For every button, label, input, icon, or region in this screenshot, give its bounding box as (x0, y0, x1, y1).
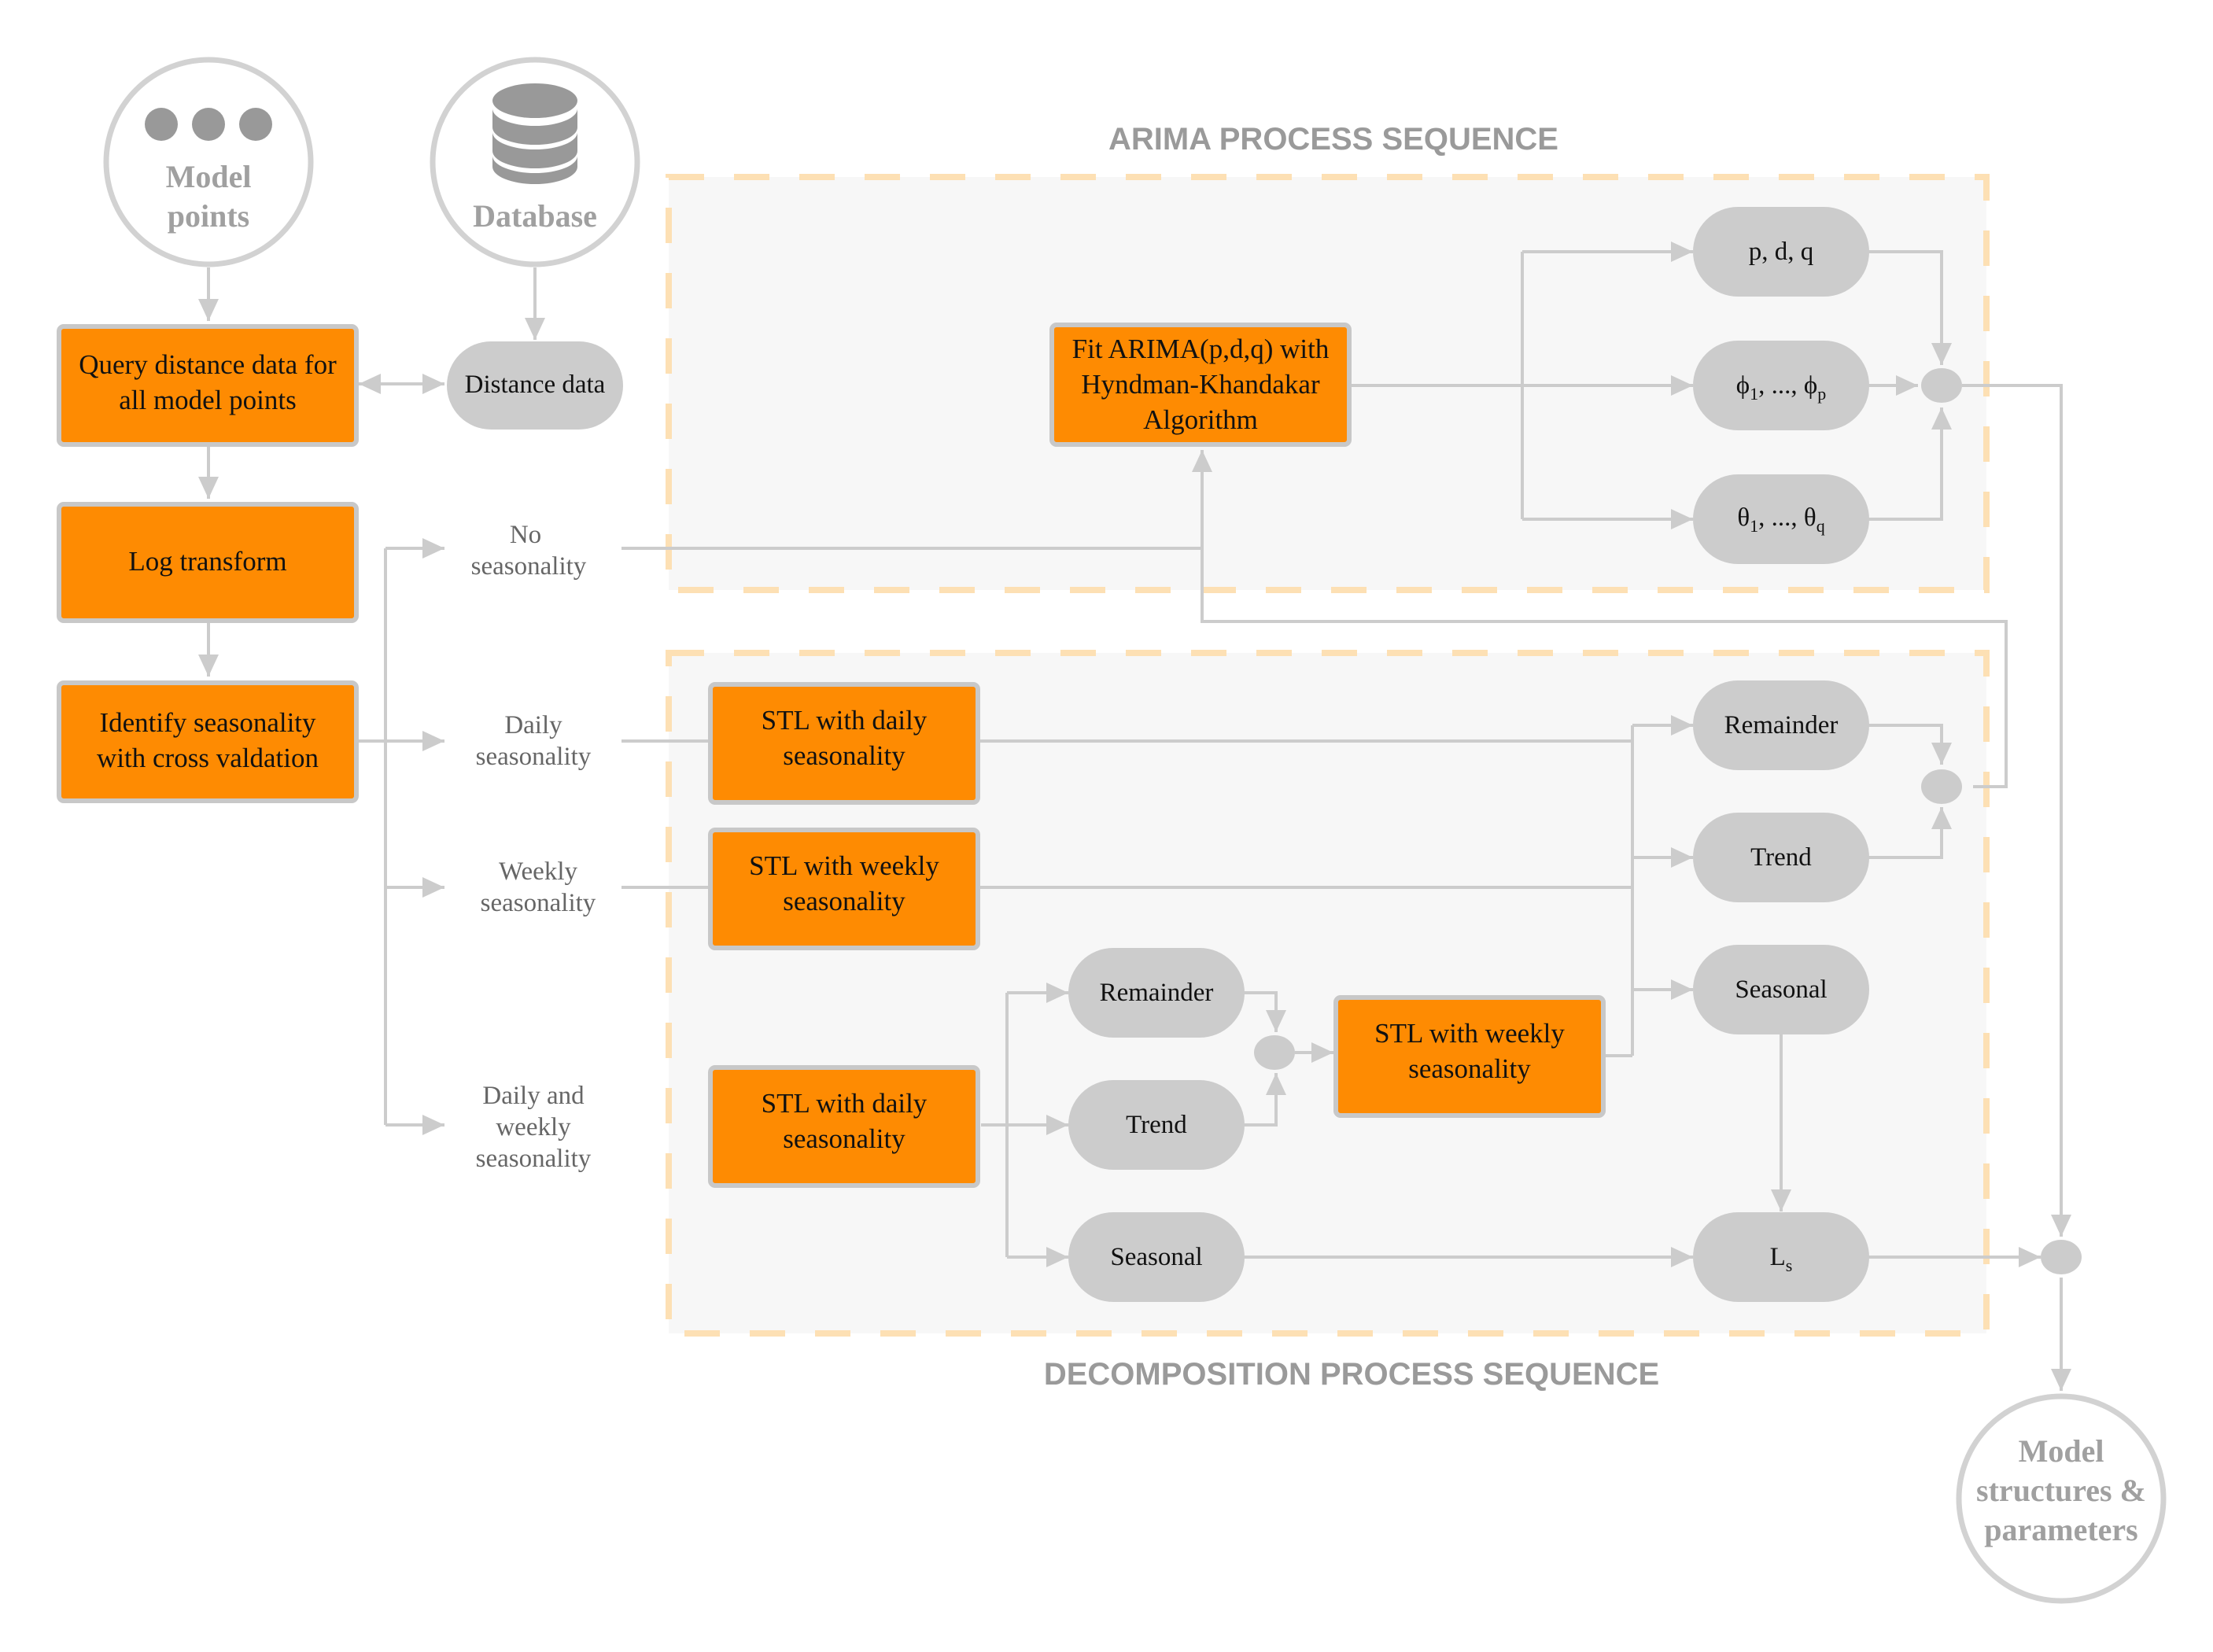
junction-final (2041, 1240, 2082, 1274)
ls-label: Ls (1770, 1243, 1793, 1275)
junction-decomp-mid (1254, 1035, 1295, 1070)
phi-sub-p: p (1817, 384, 1826, 404)
stl-daily-1-label-1: STL with daily (762, 705, 928, 736)
trend-mid-label: Trend (1126, 1111, 1187, 1139)
remainder-mid-label: Remainder (1100, 979, 1214, 1007)
model-points-label: Model (166, 159, 252, 194)
ls-sub: s (1786, 1256, 1793, 1275)
model-points-node: Model points (103, 57, 314, 267)
no-seasonality-label: No seasonality (447, 511, 621, 590)
seasonal-right-pill: Seasonal (1693, 945, 1869, 1034)
trend-mid-pill: Trend (1068, 1080, 1245, 1170)
daily-weekly-seasonality-label: Daily and weekly seasonality (476, 1082, 592, 1173)
identify-seasonality-box: Identify seasonality with cross valdatio… (57, 680, 359, 803)
query-box: Query distance data for all model points (57, 324, 359, 447)
weekly-seasonality-line-1: Weekly (499, 857, 577, 886)
fit-arima-label-1: Fit ARIMA(p,d,q) with (1072, 334, 1330, 364)
stl-weekly-2-label-1: STL with weekly (1374, 1018, 1565, 1049)
fit-arima-box: Fit ARIMA(p,d,q) with Hyndman-Khandakar … (1049, 323, 1352, 447)
trend-right-label: Trend (1750, 843, 1812, 872)
trend-right-pill: Trend (1693, 813, 1869, 902)
daily-seasonality-line-1: Daily (504, 711, 562, 739)
daily-weekly-line-2: weekly (496, 1113, 571, 1141)
remainder-mid-pill: Remainder (1068, 948, 1245, 1038)
daily-seasonality-line-2: seasonality (476, 743, 592, 771)
no-seasonality-line-1: No (510, 521, 541, 549)
stl-weekly-box-1: STL with weekly seasonality (708, 828, 980, 950)
weekly-seasonality-label: Weekly seasonality (481, 857, 596, 917)
pdq-label: p, d, q (1749, 238, 1814, 266)
seasonal-mid-label: Seasonal (1110, 1243, 1202, 1271)
seasonal-mid-pill: Seasonal (1068, 1212, 1245, 1302)
weekly-seasonality-line-2: seasonality (481, 889, 596, 917)
phi-pill: ϕ1, ..., ϕp (1693, 341, 1869, 430)
theta-sub-q: q (1817, 516, 1825, 536)
distance-data-label: Distance data (465, 371, 606, 399)
pdq-pill: p, d, q (1693, 207, 1869, 297)
theta-symbol: θ (1737, 503, 1750, 532)
daily-seasonality-label: Daily seasonality (476, 711, 592, 771)
fit-arima-label-2: Hyndman-Khandakar (1081, 369, 1320, 400)
database-icon (492, 83, 577, 184)
ls-main: L (1770, 1243, 1786, 1271)
output-node: Model structures & parameters (1956, 1393, 2167, 1604)
phi-symbol: ϕ (1736, 371, 1750, 400)
ls-pill: Ls (1693, 1212, 1869, 1302)
query-label-2: all model points (119, 385, 297, 415)
model-points-label-2: points (168, 198, 250, 234)
arima-section-title: ARIMA PROCESS SEQUENCE (1108, 122, 1558, 157)
junction-arima (1921, 368, 1962, 403)
output-label-3: parameters (1984, 1512, 2137, 1547)
stl-weekly-1-label-1: STL with weekly (749, 850, 939, 881)
stl-daily-2-label-2: seasonality (783, 1123, 905, 1154)
log-transform-label: Log transform (128, 546, 286, 577)
theta-label: θ1, ..., θq (1737, 503, 1824, 536)
query-label-1: Query distance data for (79, 349, 337, 380)
more-dots-icon (145, 108, 272, 141)
database-node: Database (430, 57, 640, 267)
junction-decomp-right (1921, 769, 1962, 804)
stl-daily-box-1: STL with daily seasonality (708, 682, 980, 805)
stl-daily-1-label-2: seasonality (783, 740, 905, 771)
stl-daily-box-2: STL with daily seasonality (708, 1065, 980, 1188)
theta-mid: , ..., θ (1758, 503, 1817, 532)
output-label-1: Model (2019, 1433, 2104, 1469)
distance-data-pill: Distance data (447, 341, 623, 430)
seasonal-right-label: Seasonal (1735, 975, 1827, 1004)
log-transform-box: Log transform (57, 502, 359, 623)
stl-weekly-1-label-2: seasonality (783, 886, 905, 916)
remainder-right-pill: Remainder (1693, 680, 1869, 770)
remainder-right-label: Remainder (1724, 711, 1839, 739)
identify-label-1: Identify seasonality (99, 707, 316, 738)
daily-weekly-line-3: seasonality (476, 1145, 592, 1173)
identify-label-2: with cross valdation (97, 743, 319, 773)
decomposition-section-title: DECOMPOSITION PROCESS SEQUENCE (1044, 1357, 1659, 1392)
fit-arima-label-3: Algorithm (1143, 404, 1258, 435)
connectors (198, 242, 2071, 1391)
output-label-2: structures & (1976, 1473, 2146, 1508)
stl-weekly-box-2: STL with weekly seasonality (1333, 995, 1606, 1118)
theta-sub-1: 1 (1750, 516, 1758, 536)
no-seasonality-line-2: seasonality (471, 552, 587, 581)
phi-sub-1: 1 (1750, 384, 1758, 404)
database-label: Database (473, 198, 597, 234)
phi-label: ϕ1, ..., ϕp (1736, 371, 1827, 404)
theta-pill: θ1, ..., θq (1693, 474, 1869, 564)
stl-daily-2-label-1: STL with daily (762, 1088, 928, 1119)
stl-weekly-2-label-2: seasonality (1408, 1053, 1531, 1084)
phi-mid: , ..., ϕ (1758, 371, 1817, 400)
daily-weekly-line-1: Daily and (482, 1082, 585, 1110)
